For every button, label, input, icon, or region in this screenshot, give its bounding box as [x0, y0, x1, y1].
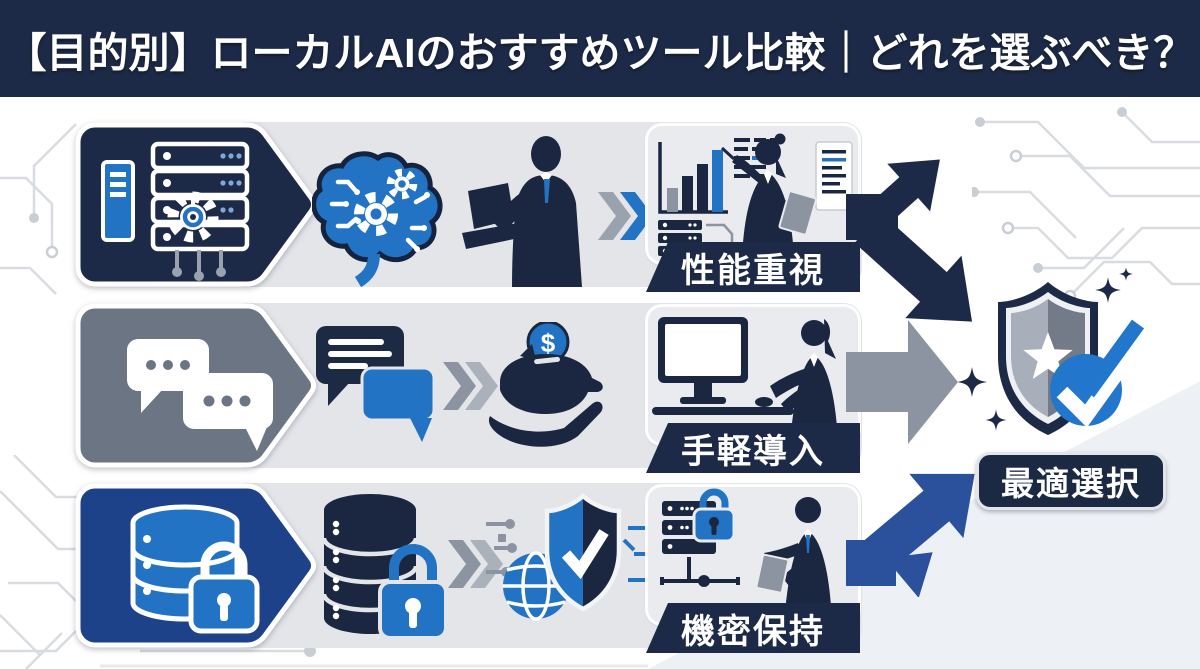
label-banner-confidential: 機密保持 — [646, 603, 860, 653]
businessman-laptop-silhouette — [462, 136, 582, 287]
row-confidential-chevron — [75, 483, 317, 648]
shield-star-check-icon — [958, 268, 1145, 435]
woman-desktop-illustration — [652, 317, 838, 443]
arrow-performance-to-result — [846, 159, 973, 322]
row-easy-chevron — [75, 303, 317, 468]
sparkle-icon — [958, 268, 1133, 431]
arrow-confidential-to-result — [846, 473, 975, 597]
page-title: 【目的別】ローカルAIのおすすめツール比較｜どれを選ぶべき？ — [5, 29, 1195, 76]
piggy-bank-hand-icon: $ — [488, 322, 603, 447]
database-lock-icon — [321, 494, 448, 640]
server-gear-icon — [101, 141, 250, 281]
desktop-panel — [648, 307, 858, 443]
analyst-panel — [648, 126, 858, 262]
result-label: 最適選択 — [1001, 465, 1141, 502]
ai-brain-gears-icon — [312, 151, 443, 288]
row-label: 手軽導入 — [681, 432, 825, 471]
chat-bubbles-icon — [127, 339, 273, 451]
label-banner-easy: 手軽導入 — [646, 423, 860, 473]
analyst-woman-charts-illustration — [658, 133, 853, 258]
label-banner-performance: 性能重視 — [646, 242, 860, 292]
circuit-pattern-left — [0, 123, 77, 295]
arrow-easy-to-result — [846, 320, 958, 444]
admin-server-lock-illustration — [660, 488, 832, 623]
admin-panel — [648, 487, 858, 623]
globe-shield-check-icon — [486, 492, 669, 621]
row-label: 性能重視 — [681, 251, 825, 290]
header-banner: 【目的別】ローカルAIのおすすめツール比較｜どれを選ぶべき？ — [0, 0, 1200, 97]
database-lock-icon — [130, 504, 260, 634]
row-performance-chevron — [75, 122, 317, 287]
double-chevron-icon — [598, 192, 653, 240]
double-chevron-icon — [443, 362, 498, 410]
row-label: 機密保持 — [681, 612, 825, 651]
chat-exchange-icon — [316, 326, 436, 442]
dollar-symbol: $ — [541, 328, 556, 358]
result-badge: 最適選択 — [976, 452, 1166, 510]
double-chevron-icon — [448, 540, 503, 588]
